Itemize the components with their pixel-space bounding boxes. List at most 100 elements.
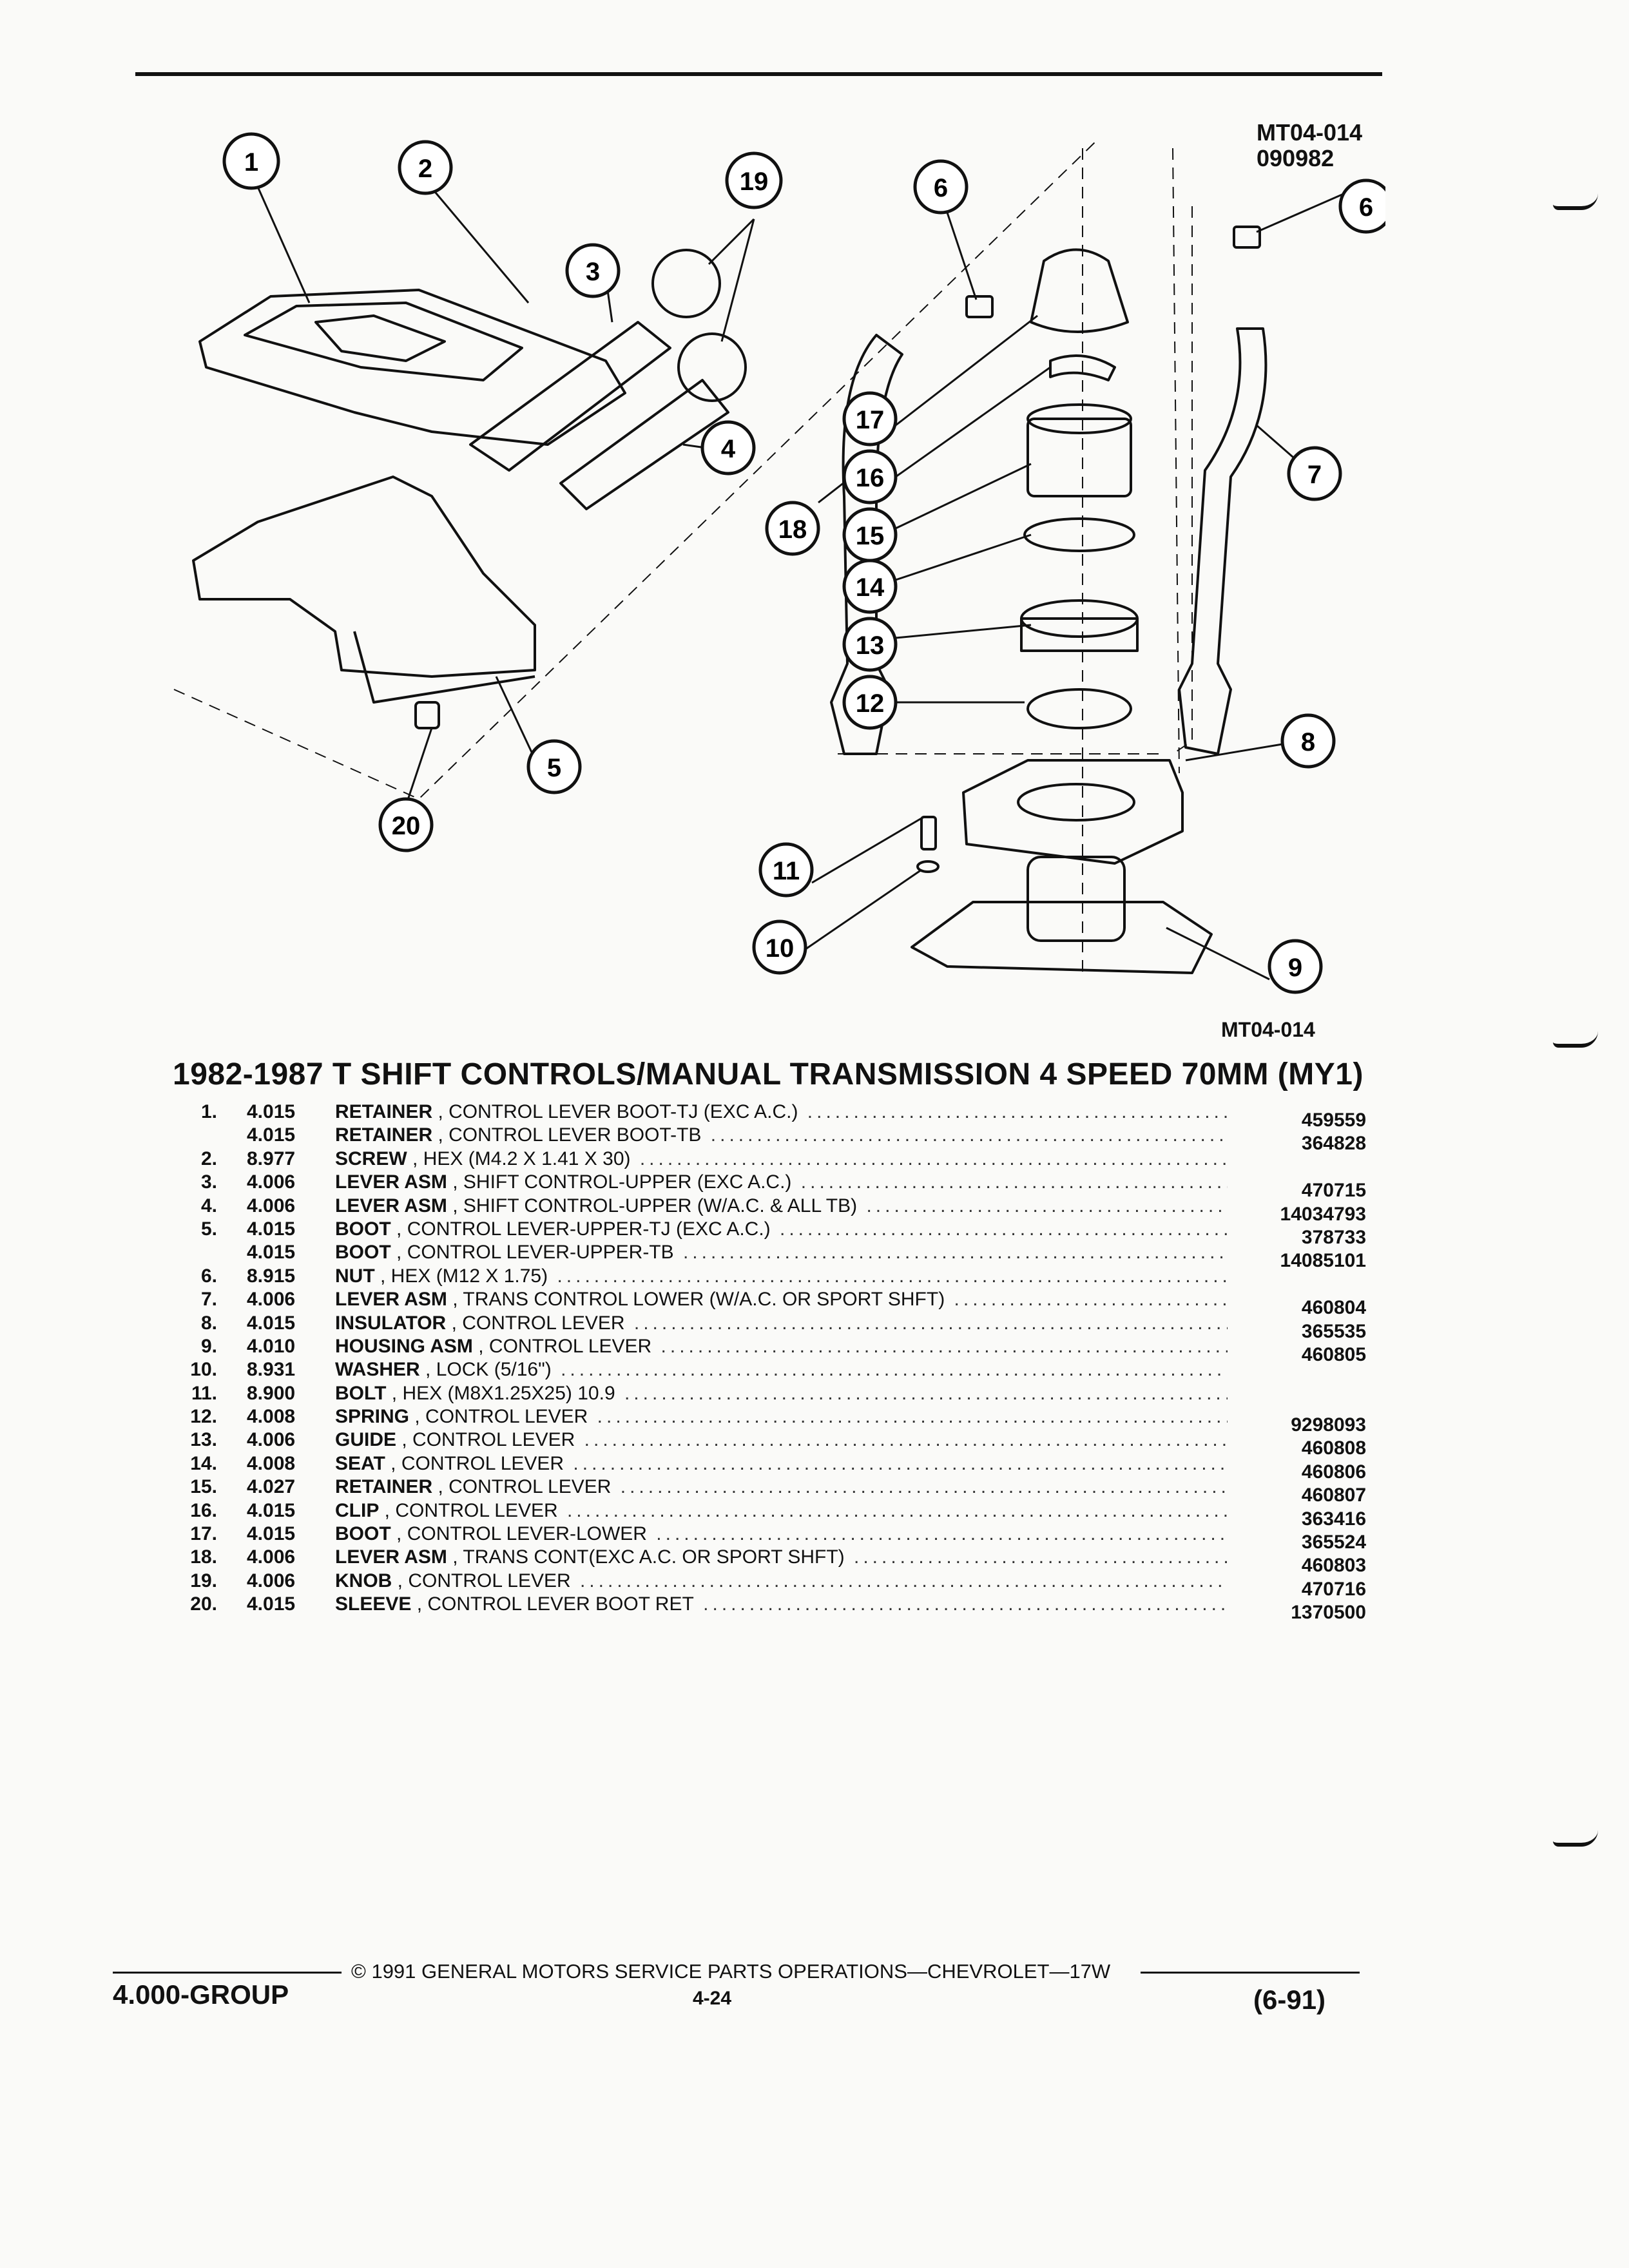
lower-boot-drawing [1030,248,1129,333]
callout-4: 4 [700,420,756,476]
part-description: KNOB , CONTROL LEVER ...................… [335,1570,1228,1591]
callout-3-label: 3 [586,258,600,286]
footer-rule-right [1141,1972,1360,1974]
part-description: BOOT , CONTROL LEVER-UPPER-TB ..........… [335,1242,1228,1264]
part-catalog-number: 14034793 [1280,1203,1366,1225]
part-group: 4.015 [247,1218,296,1240]
part-detail: SHIFT CONTROL-UPPER (EXC A.C.) [463,1171,792,1193]
part-description: RETAINER , CONTROL LEVER BOOT-TB .......… [335,1124,1228,1146]
part-catalog-number: 9298093 [1291,1414,1366,1436]
callout-7-label: 7 [1307,461,1322,489]
callout-9: 9 [1268,939,1323,994]
part-group: 8.931 [247,1359,296,1381]
part-description: LEVER ASM , TRANS CONTROL LOWER (W/A.C. … [335,1289,1228,1311]
part-group: 8.900 [247,1382,296,1404]
footer-rule-left [113,1972,342,1974]
callout-13-label: 13 [856,631,885,660]
part-detail: CONTROL LEVER BOOT-TJ (EXC A.C.) [448,1101,798,1122]
part-catalog-number: 459559 [1301,1110,1366,1131]
part-number-index: 14. [190,1452,217,1474]
part-number-index: 5. [200,1218,217,1240]
part-number-index: 10. [190,1359,217,1381]
callout-18: 18 [765,501,820,556]
part-description: LEVER ASM , TRANS CONT(EXC A.C. OR SPORT… [335,1546,1228,1568]
diagram-date-code: 090982 [1257,145,1335,171]
callout-13: 13 [842,617,898,672]
part-name: LEVER ASM [335,1289,447,1311]
callout-2: 2 [398,140,453,195]
part-detail: HEX (M12 X 1.75) [390,1265,548,1287]
callout-20-label: 20 [392,812,421,840]
part-description: HOUSING ASM , CONTROL LEVER ............… [335,1335,1228,1357]
part-detail: CONTROL LEVER [425,1406,588,1428]
callout-3: 3 [565,243,621,298]
callout-14-label: 14 [856,573,885,602]
part-description: INSULATOR , CONTROL LEVER ..............… [335,1312,1228,1334]
part-catalog-number: 460807 [1301,1485,1366,1506]
part-name: LEVER ASM [335,1195,447,1216]
part-description: SLEEVE , CONTROL LEVER BOOT RET ........… [335,1593,1228,1615]
callout-6-right-label: 6 [1359,193,1373,222]
callout-15: 15 [842,507,898,562]
callout-19: 19 [725,151,783,209]
part-detail: CONTROL LEVER [488,1335,652,1357]
part-group: 4.006 [247,1570,296,1591]
part-group: 4.006 [247,1195,296,1216]
copyright-notice: © 1991 GENERAL MOTORS SERVICE PARTS OPER… [351,1960,1111,1983]
callout-17: 17 [842,391,898,447]
part-number-index: 17. [190,1523,217,1545]
part-name: INSULATOR [335,1312,447,1334]
part-number-index: 12. [190,1406,217,1428]
part-catalog-number: 460803 [1301,1555,1366,1577]
part-number-index: 13. [190,1429,217,1451]
callout-19-label: 19 [740,168,769,196]
part-catalog-number: 460806 [1301,1461,1366,1483]
group-label: 4.000-GROUP [113,1979,289,2010]
callout-16-label: 16 [856,464,885,492]
part-group: 4.015 [247,1101,296,1122]
insulator-drawing [962,759,1184,865]
part-number-index: 11. [191,1382,217,1404]
part-description: BOOT , CONTROL LEVER-LOWER .............… [335,1523,1228,1545]
part-detail: CONTROL LEVER [408,1570,571,1591]
callout-12: 12 [842,675,898,730]
part-description: SPRING , CONTROL LEVER .................… [335,1406,1228,1428]
part-row: 11. 8.900 BOLT , HEX (M8X1.25X25) 10.9 ...… [164,1382,1376,1405]
part-catalog-number: 363416 [1301,1508,1366,1530]
part-name: RETAINER [335,1476,433,1498]
diagram-code: MT04-014 [1257,119,1363,146]
part-number-index: 20. [190,1593,217,1615]
callout-1-label: 1 [244,148,258,177]
part-description: LEVER ASM , SHIFT CONTROL-UPPER (W/A.C. … [335,1195,1228,1216]
part-name: KNOB [335,1570,392,1591]
part-name: SCREW [335,1148,407,1169]
part-description: GUIDE , CONTROL LEVER ..................… [335,1429,1228,1451]
callout-20: 20 [378,797,434,852]
part-name: BOOT [335,1242,391,1264]
part-detail: CONTROL LEVER-LOWER [407,1523,647,1545]
part-description: RETAINER , CONTROL LEVER ...............… [335,1476,1228,1498]
part-group: 4.010 [247,1335,296,1357]
margin-mark [1553,193,1598,210]
part-number-index: 3. [200,1171,217,1193]
callout-5: 5 [526,739,582,794]
part-description: BOLT , HEX (M8X1.25X25) 10.9 ...........… [335,1382,1228,1404]
part-detail: HEX (M4.2 X 1.41 X 30) [423,1148,631,1169]
callout-8: 8 [1280,713,1336,769]
callout-6-left: 6 [913,159,969,215]
part-detail: CONTROL LEVER BOOT-TB [448,1124,702,1146]
part-catalog-number: 14085101 [1280,1250,1366,1272]
part-group: 4.015 [247,1312,296,1334]
part-name: NUT [335,1265,375,1287]
lower-lever-right-drawing [1178,327,1268,755]
